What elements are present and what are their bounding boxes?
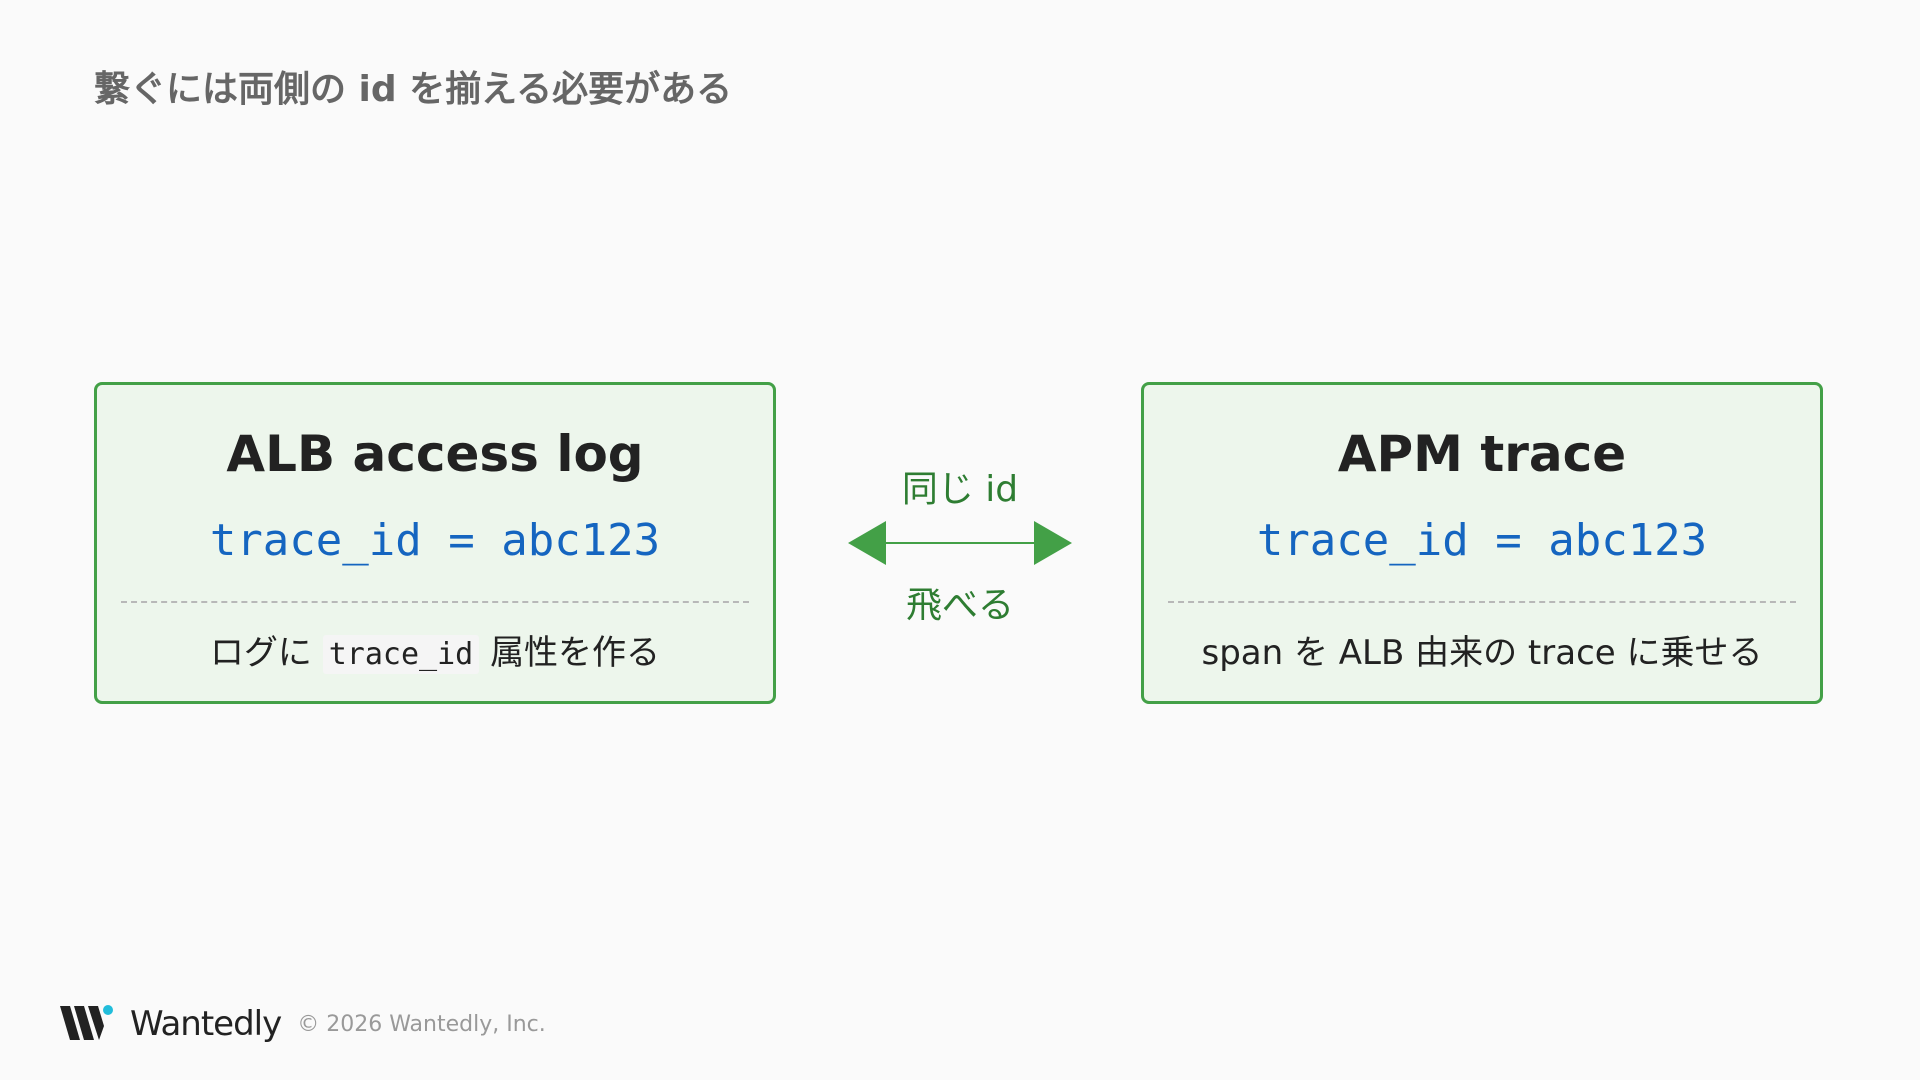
card-title: ALB access log [226, 425, 644, 483]
apm-trace-card: APM trace trace_id = abc123 span を ALB 由… [1141, 382, 1823, 704]
note-suffix: 属性を作る [490, 633, 661, 673]
trace-id-code: trace_id = abc123 [1256, 515, 1708, 566]
dashed-divider [1168, 601, 1796, 603]
copyright-text: © 2026 Wantedly, Inc. [297, 1011, 546, 1037]
dashed-divider [121, 601, 749, 603]
card-title: APM trace [1337, 425, 1627, 483]
card-note: ログに trace_id 属性を作る [97, 625, 773, 674]
logo-wordmark: Wantedly [130, 1004, 282, 1044]
bidirectional-connector: 同じ id 飛べる [848, 456, 1072, 626]
alb-access-log-card: ALB access log trace_id = abc123 ログに tra… [94, 382, 776, 704]
connector-bottom-label: 飛べる [905, 585, 1014, 626]
note-prefix: ログに [209, 633, 312, 673]
card-note: span を ALB 由来の trace に乗せる [1201, 633, 1763, 673]
page-title: 繋ぐには両側の id を揃える必要がある [94, 69, 733, 110]
wantedly-logo-icon [60, 1005, 113, 1040]
inline-code: trace_id [322, 635, 480, 674]
footer: Wantedly © 2026 Wantedly, Inc. [58, 1002, 546, 1046]
trace-id-code: trace_id = abc123 [209, 515, 661, 566]
connector-top-label: 同じ id [901, 469, 1019, 510]
double-arrow-icon [848, 521, 1072, 565]
